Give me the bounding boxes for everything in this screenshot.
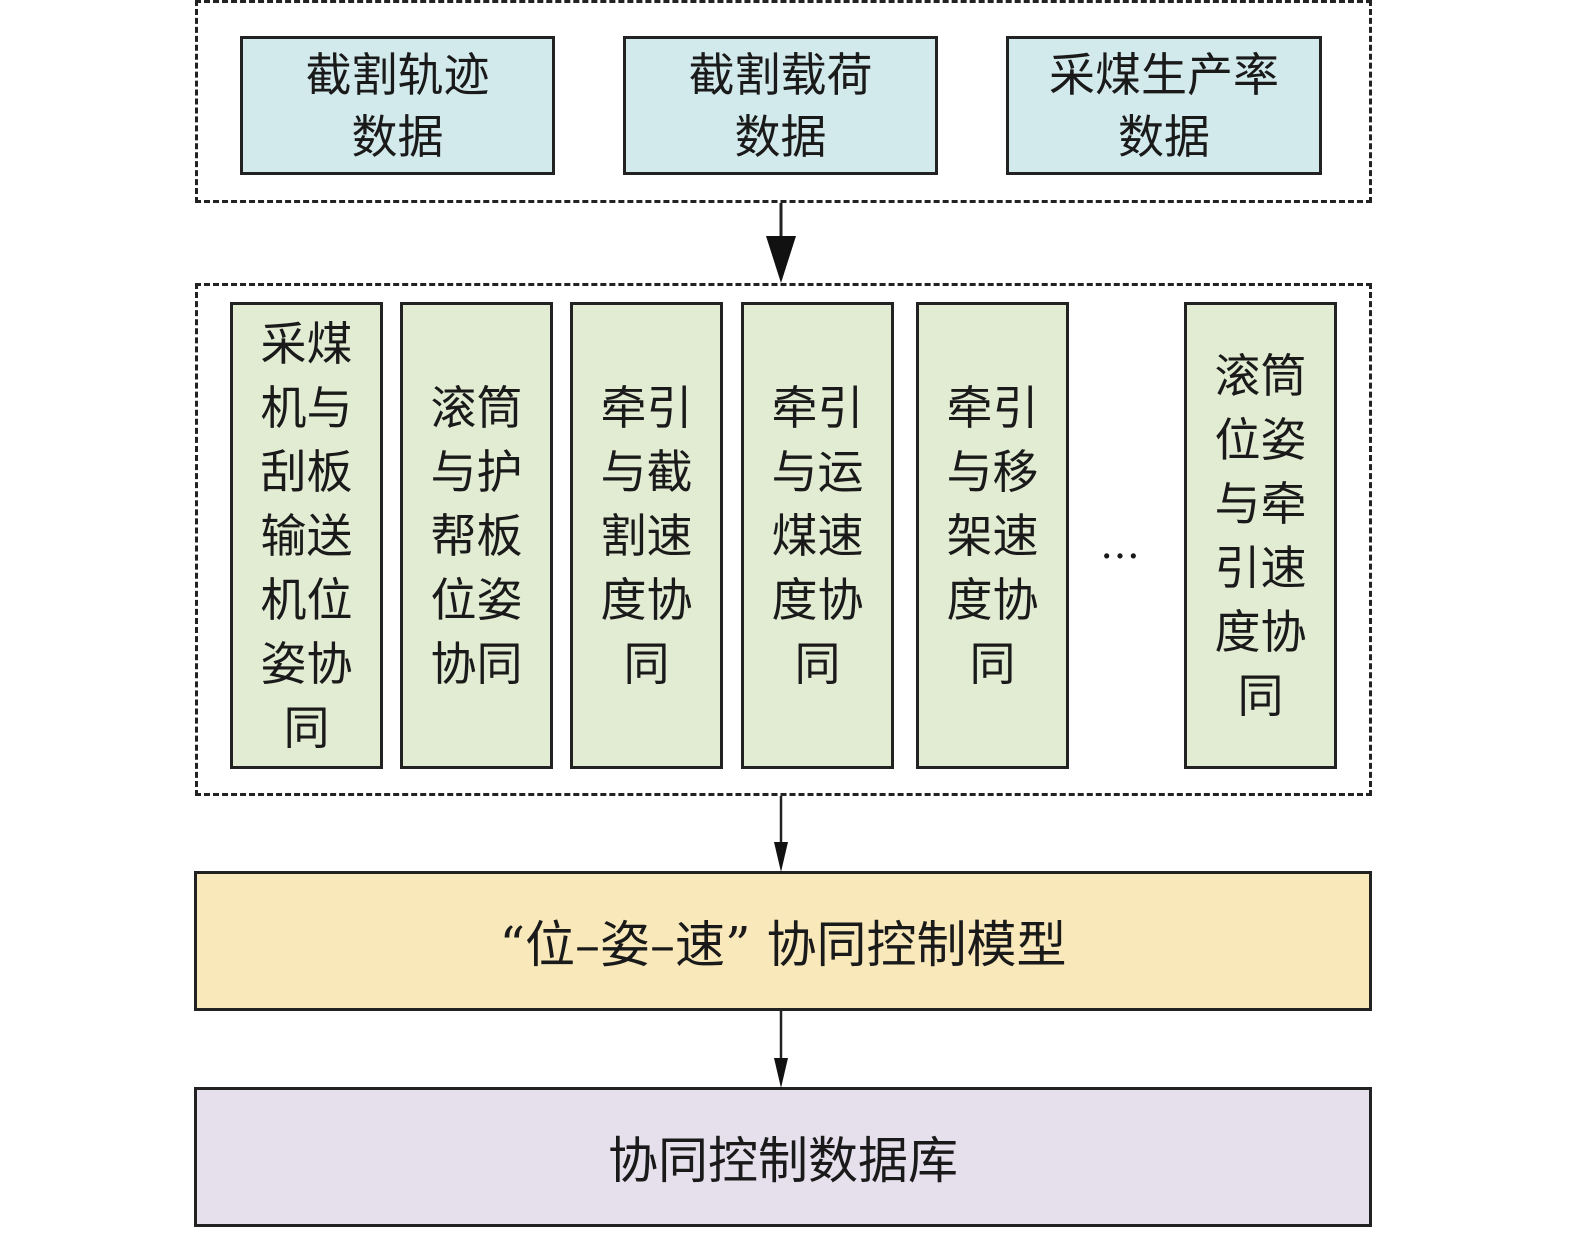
database-label: 协同控制数据库	[608, 1132, 958, 1190]
control-database: 协同控制数据库	[194, 1087, 1372, 1227]
collab-haul-support-speed: 牵引与移架速度协同	[916, 302, 1069, 769]
collab-label: 牵引与截割速度协同	[600, 380, 693, 691]
control-model: “位–姿–速” 协同控制模型	[194, 871, 1372, 1011]
arrow-input-to-collab	[766, 203, 796, 283]
collaboration-group	[195, 283, 1372, 796]
input-label: 采煤生产率	[1049, 47, 1279, 102]
collab-label: 采煤机与刮板输送机位姿协同	[260, 316, 353, 755]
collab-label: 牵引与运煤速度协同	[771, 380, 864, 691]
input-cutting-load: 截割载荷数据	[623, 36, 938, 175]
input-label: 数据	[1118, 109, 1210, 164]
model-label: “位–姿–速” 协同控制模型	[499, 916, 1067, 974]
input-label: 数据	[351, 109, 444, 164]
collab-drum-pose-haul-speed: 滚筒位姿与牵引速度协同	[1184, 302, 1337, 769]
collab-label: 滚筒位姿与牵引速度协同	[1214, 348, 1307, 723]
input-data-group	[195, 0, 1372, 203]
arrow-collab-to-model	[774, 796, 788, 872]
input-cutting-trajectory: 截割轨迹数据	[240, 36, 555, 175]
ellipsis: …	[1100, 522, 1140, 568]
input-label: 数据	[734, 109, 827, 164]
collab-label: 滚筒与护帮板位姿协同	[430, 380, 523, 691]
collab-haul-transport-speed: 牵引与运煤速度协同	[741, 302, 894, 769]
collab-label: 牵引与移架速度协同	[946, 380, 1039, 691]
input-label: 截割轨迹	[305, 47, 490, 102]
arrow-model-to-database	[774, 1011, 788, 1088]
collab-haul-cutting-speed: 牵引与截割速度协同	[570, 302, 723, 769]
input-label: 截割载荷	[688, 47, 873, 102]
input-production-rate: 采煤生产率数据	[1006, 36, 1322, 175]
collab-drum-guard-pose: 滚筒与护帮板位姿协同	[400, 302, 553, 769]
collab-shearer-conveyor-pose: 采煤机与刮板输送机位姿协同	[230, 302, 383, 769]
